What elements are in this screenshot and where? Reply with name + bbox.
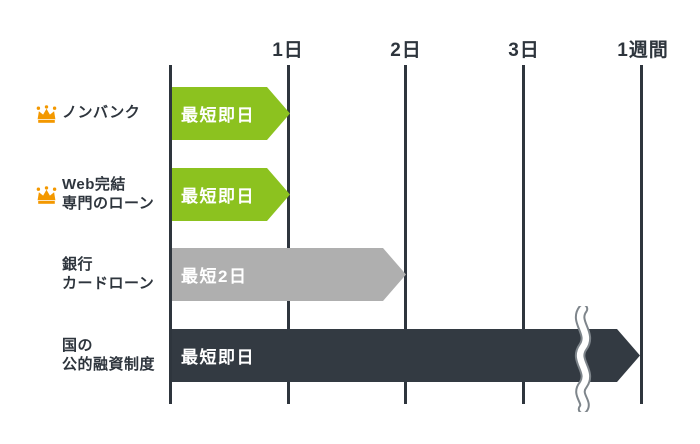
bar-value-label: 最短即日 [181,348,255,367]
bar-web-loan: 最短即日 [172,168,290,221]
axis-break-squiggle [574,306,592,412]
category-label: 国の公的融資制度 [62,336,156,373]
category-label: ノンバンク [62,104,141,122]
gridline-1day [287,65,290,404]
axis-tick-1week: 1週間 [617,40,669,61]
row-label-nonbank: ノンバンク [36,87,186,140]
crown-icon [36,185,57,205]
row-label-public-financing: 国の公的融資制度 [36,329,186,382]
bar-value-label: 最短即日 [181,187,255,206]
bar-bank-card-loan: 最短2日 [172,248,406,301]
bar-nonbank: 最短即日 [172,87,290,140]
bar-value-label: 最短即日 [181,106,255,125]
gridline-3day [522,65,525,404]
bar-value-label: 最短2日 [181,267,248,286]
gridline-start [169,65,172,404]
gridline-1week [640,65,643,404]
axis-tick-2day: 2日 [390,40,422,61]
row-label-web-loan: Web完結専門のローン [36,168,186,221]
bar-public-financing: 最短即日 [172,329,640,382]
gridline-2day [404,65,407,404]
category-label: 銀行カードローン [62,255,155,292]
row-label-bank-card-loan: 銀行カードローン [36,248,186,301]
crown-icon [36,104,57,124]
category-label: Web完結専門のローン [62,175,155,212]
axis-tick-3day: 3日 [508,40,540,61]
axis-tick-1day: 1日 [272,40,304,61]
